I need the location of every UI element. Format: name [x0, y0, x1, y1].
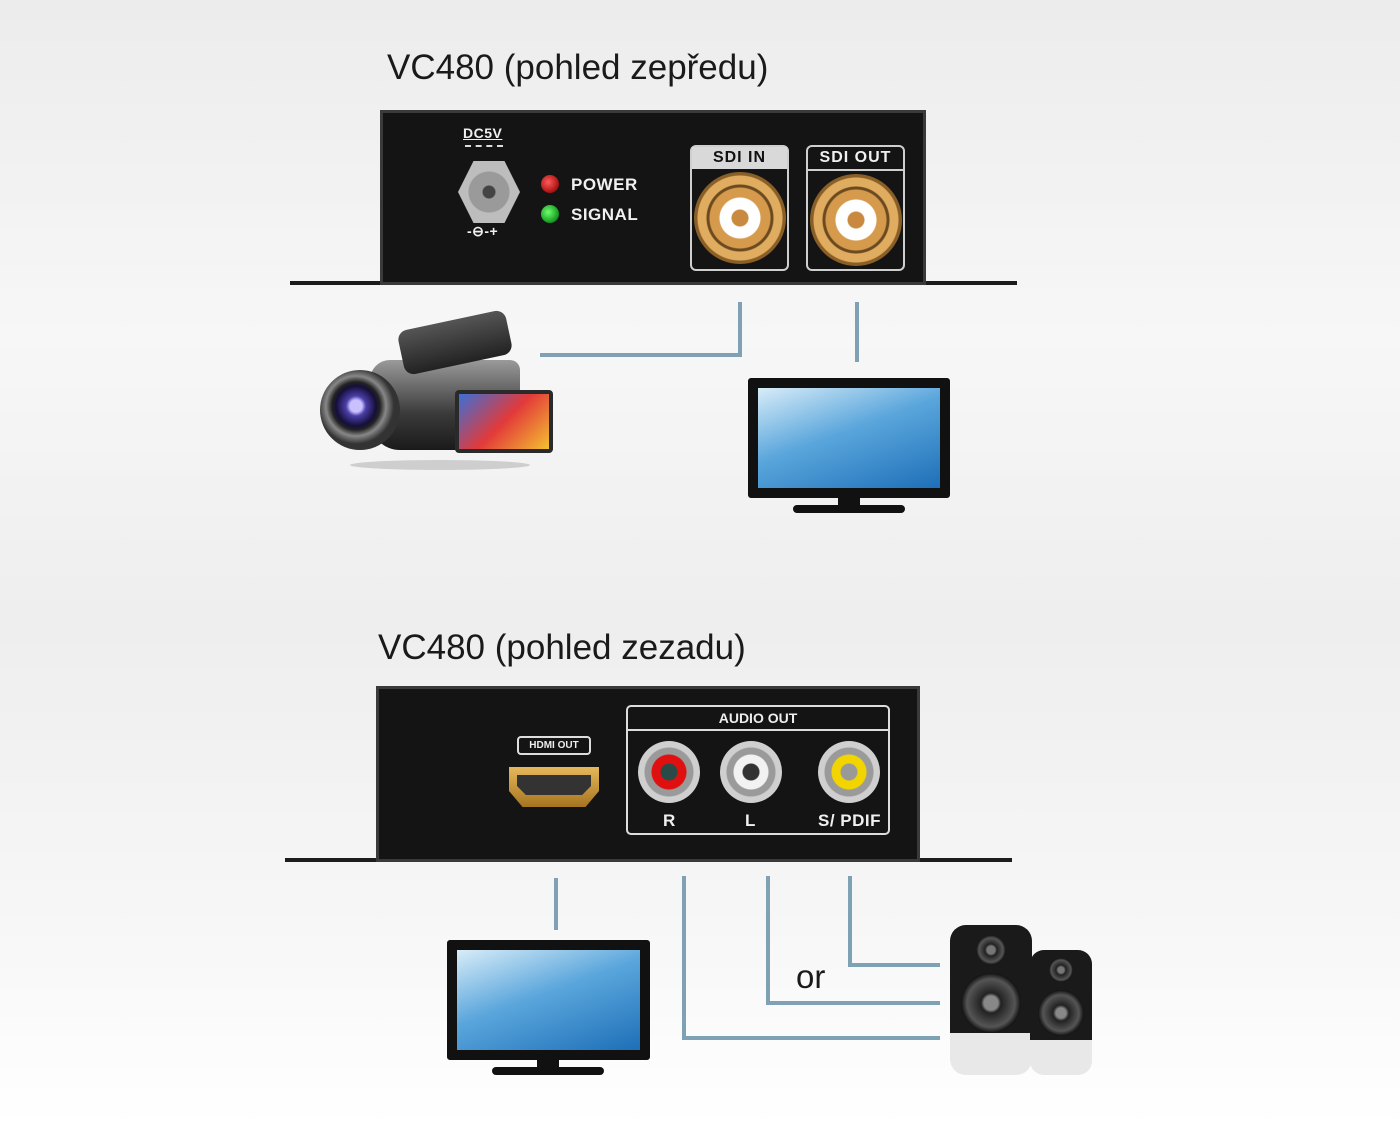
- l-label: L: [745, 811, 756, 830]
- camcorder-icon: [320, 309, 560, 480]
- monitor-icon: [748, 378, 950, 518]
- dc-jack: [458, 161, 520, 223]
- connector-line: [682, 876, 686, 1040]
- sdi-in-label: SDI IN: [692, 147, 787, 169]
- rca-spdif-port: [818, 741, 880, 803]
- connector-line: [540, 353, 742, 357]
- connector-line: [738, 302, 742, 357]
- bnc-connector-icon: [693, 172, 786, 264]
- signal-led: [541, 205, 559, 223]
- connector-line: [554, 878, 558, 930]
- sdi-in-port: SDI IN: [690, 145, 789, 271]
- r-label: R: [663, 811, 676, 830]
- rear-view-title: VC480 (pohled zezadu): [378, 628, 746, 667]
- speakers-icon: [945, 925, 1105, 1080]
- connector-line: [682, 1036, 940, 1040]
- or-label: or: [796, 958, 826, 995]
- connector-line: [848, 963, 940, 967]
- bnc-connector-icon: [809, 174, 902, 266]
- sdi-out-label: SDI OUT: [808, 147, 903, 171]
- rca-r-port: [638, 741, 700, 803]
- audio-out-group: AUDIO OUT R L S/ PDIF: [626, 705, 890, 835]
- connector-line: [766, 876, 770, 1005]
- dc-symbol: [465, 145, 503, 147]
- front-view-title: VC480 (pohled zepředu): [387, 48, 769, 87]
- connector-line: [766, 1001, 940, 1005]
- power-label: POWER: [571, 175, 638, 194]
- connector-line: [848, 876, 852, 967]
- signal-label: SIGNAL: [571, 205, 639, 224]
- connector-line: [855, 302, 859, 362]
- sdi-out-port: SDI OUT: [806, 145, 905, 271]
- spdif-label: S/ PDIF: [818, 811, 882, 830]
- audio-out-label: AUDIO OUT: [628, 707, 888, 731]
- rca-l-port: [720, 741, 782, 803]
- monitor-icon: [447, 940, 650, 1080]
- power-led: [541, 175, 559, 193]
- hdmi-out-label: HDMI OUT: [517, 736, 591, 755]
- dc-label: DC5V: [463, 125, 503, 141]
- hdmi-port: [509, 767, 599, 807]
- polarity-symbol: -⊖-+: [467, 223, 499, 239]
- rear-panel: HDMI OUT AUDIO OUT R L S/ PDIF: [376, 686, 920, 862]
- front-panel: DC5V -⊖-+ POWER SIGNAL SDI IN SDI OUT: [380, 110, 926, 285]
